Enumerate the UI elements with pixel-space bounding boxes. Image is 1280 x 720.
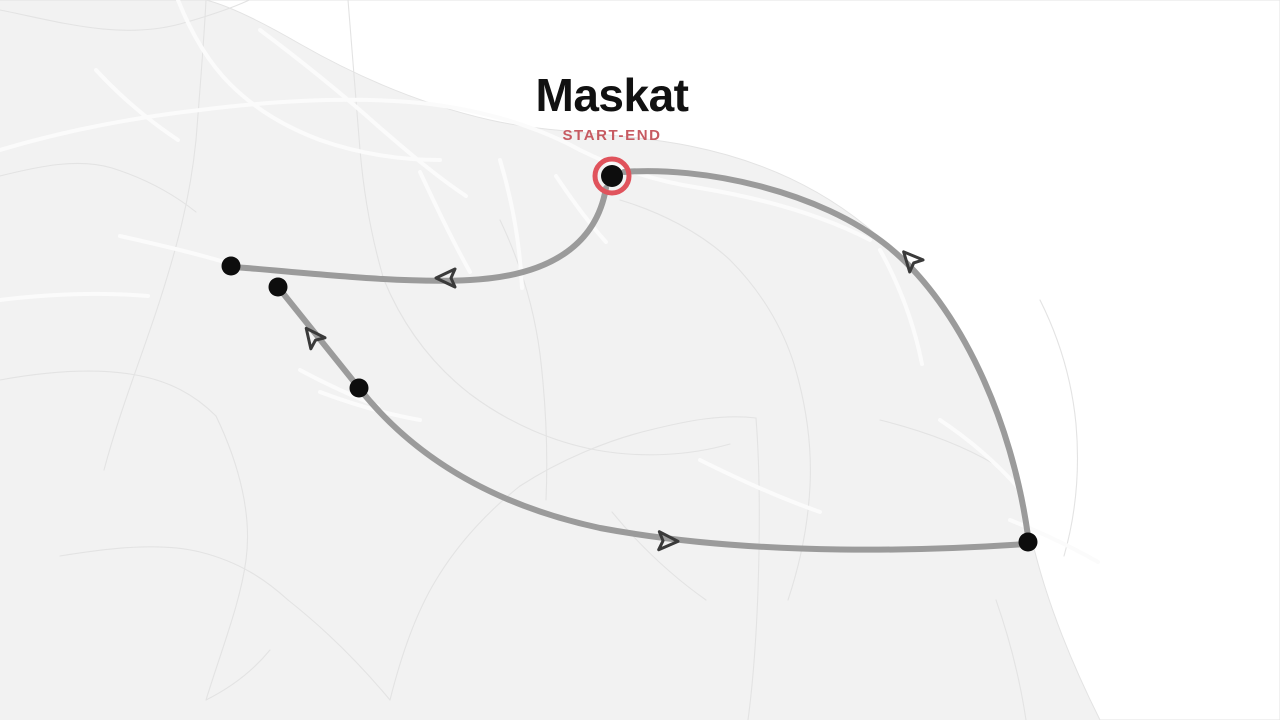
boundary-line-19: [729, 259, 795, 365]
road-line-6: [258, 28, 380, 128]
road-line-0: [0, 97, 432, 152]
boundary-line-0: [0, 0, 251, 31]
boundary-line-13: [383, 279, 471, 395]
boundary-lines: [0, 0, 1079, 720]
boundary-line-15: [595, 443, 731, 456]
waypoint-dot[interactable]: [268, 277, 288, 297]
boundary-line-26: [611, 511, 707, 601]
waypoint-dot[interactable]: [349, 378, 369, 398]
direction-arrow-icon: [304, 326, 327, 351]
boundary-line-18: [619, 199, 731, 261]
start-end-ring[interactable]: [592, 156, 632, 196]
route-segment: [621, 168, 1031, 539]
boundary-line-9: [649, 416, 757, 431]
waypoint-markers: [221, 256, 1038, 552]
road-line-13: [0, 291, 150, 302]
boundary-line-23: [1063, 423, 1079, 557]
direction-arrow-icon: [902, 250, 925, 274]
road-line-8: [94, 68, 180, 142]
route-segment: [231, 185, 609, 284]
boundary-line-21: [787, 485, 811, 601]
road-line-18: [1008, 518, 1100, 564]
boundary-line-1: [103, 0, 207, 471]
waypoint-dot[interactable]: [221, 256, 241, 276]
boundary-line-17: [539, 353, 548, 501]
start-end-marker[interactable]: [592, 156, 632, 196]
boundary-line-16: [499, 219, 541, 355]
boundary-line-2: [0, 162, 197, 213]
boundary-line-3: [0, 370, 217, 417]
road-line-2: [578, 148, 702, 190]
boundary-line-10: [747, 417, 760, 720]
start-end-dot[interactable]: [601, 165, 623, 187]
direction-arrow-icon: [657, 530, 680, 552]
route-lines: [231, 168, 1031, 553]
road-line-19: [698, 458, 822, 514]
road-line-11: [554, 174, 608, 244]
direction-arrow-icon: [434, 267, 457, 289]
road-line-4: [176, 0, 322, 142]
road-line-1: [428, 102, 582, 152]
boundary-line-24: [879, 419, 995, 465]
road-line-16: [878, 248, 924, 366]
boundary-line-20: [793, 363, 811, 487]
road-line-10: [418, 170, 472, 274]
road-line-5: [318, 138, 442, 162]
waypoint-dot[interactable]: [1018, 532, 1038, 552]
road-line-17: [938, 418, 1024, 494]
boundary-line-6: [287, 599, 391, 701]
direction-arrows: [304, 250, 925, 552]
boundary-line-25: [995, 599, 1027, 720]
boundary-line-4: [205, 415, 249, 701]
road-line-3: [698, 186, 872, 242]
boundary-line-5: [59, 546, 289, 601]
boundary-line-7: [389, 485, 521, 701]
boundary-line-11: [205, 649, 271, 701]
boundary-line-22: [1039, 299, 1077, 425]
boundary-line-8: [519, 429, 651, 487]
boundary-line-14: [469, 393, 597, 451]
road-line-14: [318, 390, 422, 422]
route-segment: [275, 284, 362, 391]
route-segment: [356, 385, 1029, 553]
road-line-7: [376, 124, 468, 198]
